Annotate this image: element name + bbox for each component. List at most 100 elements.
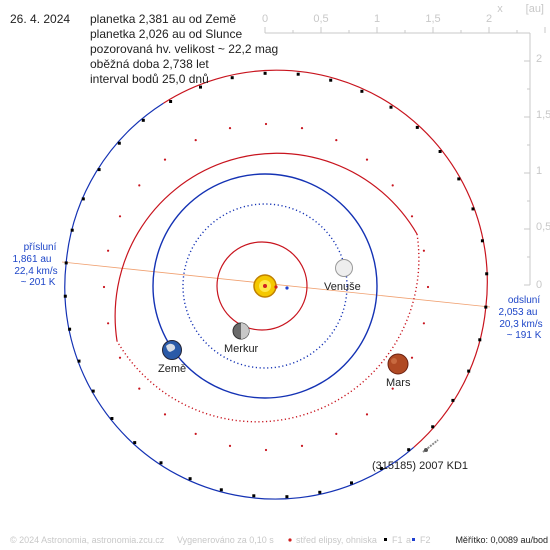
header-info: 26. 4. 2024 planetka 2,381 au od Země pl… (10, 12, 278, 86)
asteroid-position-point (81, 197, 85, 201)
mars-spot (391, 358, 397, 364)
asteroid-position-point (64, 261, 68, 265)
mars-position-point (426, 285, 430, 289)
asteroid-position-point (484, 305, 488, 309)
mars-position-point (365, 158, 369, 161)
asteroid-orbit-red (163, 69, 488, 448)
planet-mars: Mars (386, 353, 411, 389)
mars-position-point (264, 448, 268, 452)
mars-position-point (264, 122, 268, 126)
mars-position-point (138, 184, 141, 187)
date-label: 26. 4. 2024 (10, 12, 70, 26)
asteroid-position-point (296, 72, 300, 76)
mars-position-point (228, 127, 232, 130)
aphelion-temp: ~ 191 K (507, 330, 542, 341)
mars-orbit-solid (114, 152, 418, 342)
x-tick-marks (264, 27, 546, 33)
venus-label: Venuše (324, 281, 361, 293)
info-line: planetka 2,381 au od Země (90, 12, 236, 26)
asteroid-position-point (159, 461, 163, 465)
asteroid-position-point (219, 488, 223, 492)
y-tick-marks (524, 32, 530, 286)
perihelion-temp: ~ 201 K (21, 277, 56, 288)
mars-position-point (391, 387, 394, 390)
earth-label: Země (158, 363, 186, 375)
asteroid-position-point (263, 71, 267, 75)
orbit-points (63, 71, 489, 499)
footer: © 2024 Astronomia, astronomia.zcu.cz Vyg… (10, 535, 548, 545)
asteroid-position-point (389, 105, 393, 109)
planet-earth: Země (158, 340, 186, 375)
asteroid-position-point (350, 481, 353, 485)
asteroid-position-point (110, 417, 114, 420)
copyright-text: © 2024 Astronomia, astronomia.zcu.cz (10, 535, 165, 545)
mercury-shade (241, 323, 249, 339)
asteroid-position-point (91, 389, 95, 393)
legend-f2-label: F2 (420, 535, 431, 545)
asteroid-position-point (329, 78, 333, 82)
mercury-orbit (216, 241, 308, 331)
mercury-label: Merkur (224, 343, 259, 355)
legend-center-label: střed elipsy, ohniska (296, 535, 377, 545)
mars-position-point (422, 249, 425, 252)
mars-position-point (102, 285, 106, 289)
perihelion-speed: 22,4 km/s (14, 266, 57, 277)
asteroid-position-point (451, 398, 455, 402)
asteroid-position-point (97, 168, 101, 172)
asteroid-position-point (68, 327, 72, 331)
mars-position-point (118, 215, 122, 218)
mars-label: Mars (386, 377, 411, 389)
asteroid-position-point (478, 338, 482, 342)
y-tick-label: 2 (536, 53, 542, 65)
info-line: pozorovaná hv. velikost ~ 22,2 mag (90, 42, 278, 56)
planet-mercury: Merkur (224, 322, 259, 355)
x-tick-label: 2 (486, 13, 492, 25)
mars-position-point (365, 413, 369, 416)
x-tick-label: 0 (262, 13, 268, 25)
mars-position-point (335, 139, 338, 142)
unit-label: [au] (526, 3, 544, 15)
sun (253, 274, 289, 298)
mars-position-point (422, 322, 425, 325)
perihelion-title: přísluní (24, 242, 57, 253)
earth-orbit (152, 173, 378, 399)
legend-a-label: a (406, 535, 411, 545)
aphelion-distance: 2,053 au (499, 307, 538, 318)
mars-position-point (107, 322, 110, 325)
asteroid-position-point (117, 141, 121, 145)
y-tick-label: 1,5 (536, 109, 550, 121)
y-tick-label: 1 (536, 165, 542, 177)
asteroid-position-point (285, 495, 289, 499)
earth-landmass (166, 343, 176, 352)
info-line: planetka 2,026 au od Slunce (90, 27, 242, 41)
mars-position-point (335, 432, 338, 435)
x-tick-label: 0,5 (313, 13, 328, 25)
info-line: interval bodů 25,0 dnů (90, 72, 209, 86)
asteroid-position-point (431, 425, 435, 429)
axes: 0 0,5 1 1,5 2 x [au] 2 1,5 1 0,5 0 (262, 3, 550, 291)
y-tick-label: 0,5 (536, 221, 550, 233)
mars-position-point (391, 184, 394, 187)
aphelion-speed: 20,3 km/s (499, 319, 542, 330)
x-tick-label: 1 (374, 13, 380, 25)
mars-position-point (107, 249, 110, 252)
asteroid-position-point (70, 228, 74, 232)
ellipse-center-marker (263, 284, 267, 288)
mars-position-point (138, 387, 141, 390)
planet-venus: Venuše (324, 259, 361, 293)
mars-position-point (163, 413, 167, 416)
asteroid-position-point (63, 294, 67, 298)
asteroid-position-point (252, 494, 256, 498)
orbits (64, 69, 488, 500)
asteroid-position-point (467, 369, 471, 373)
mars-icon (387, 353, 409, 375)
asteroid-position-point (230, 76, 234, 80)
mars-position-point (194, 139, 197, 142)
mars-position-point (163, 158, 167, 161)
asteroid-position-point (379, 467, 383, 470)
perihelion-distance: 1,861 au (13, 254, 52, 265)
mars-position-point (228, 444, 232, 447)
venus-icon (335, 259, 353, 277)
legend-f1-marker (384, 538, 387, 541)
